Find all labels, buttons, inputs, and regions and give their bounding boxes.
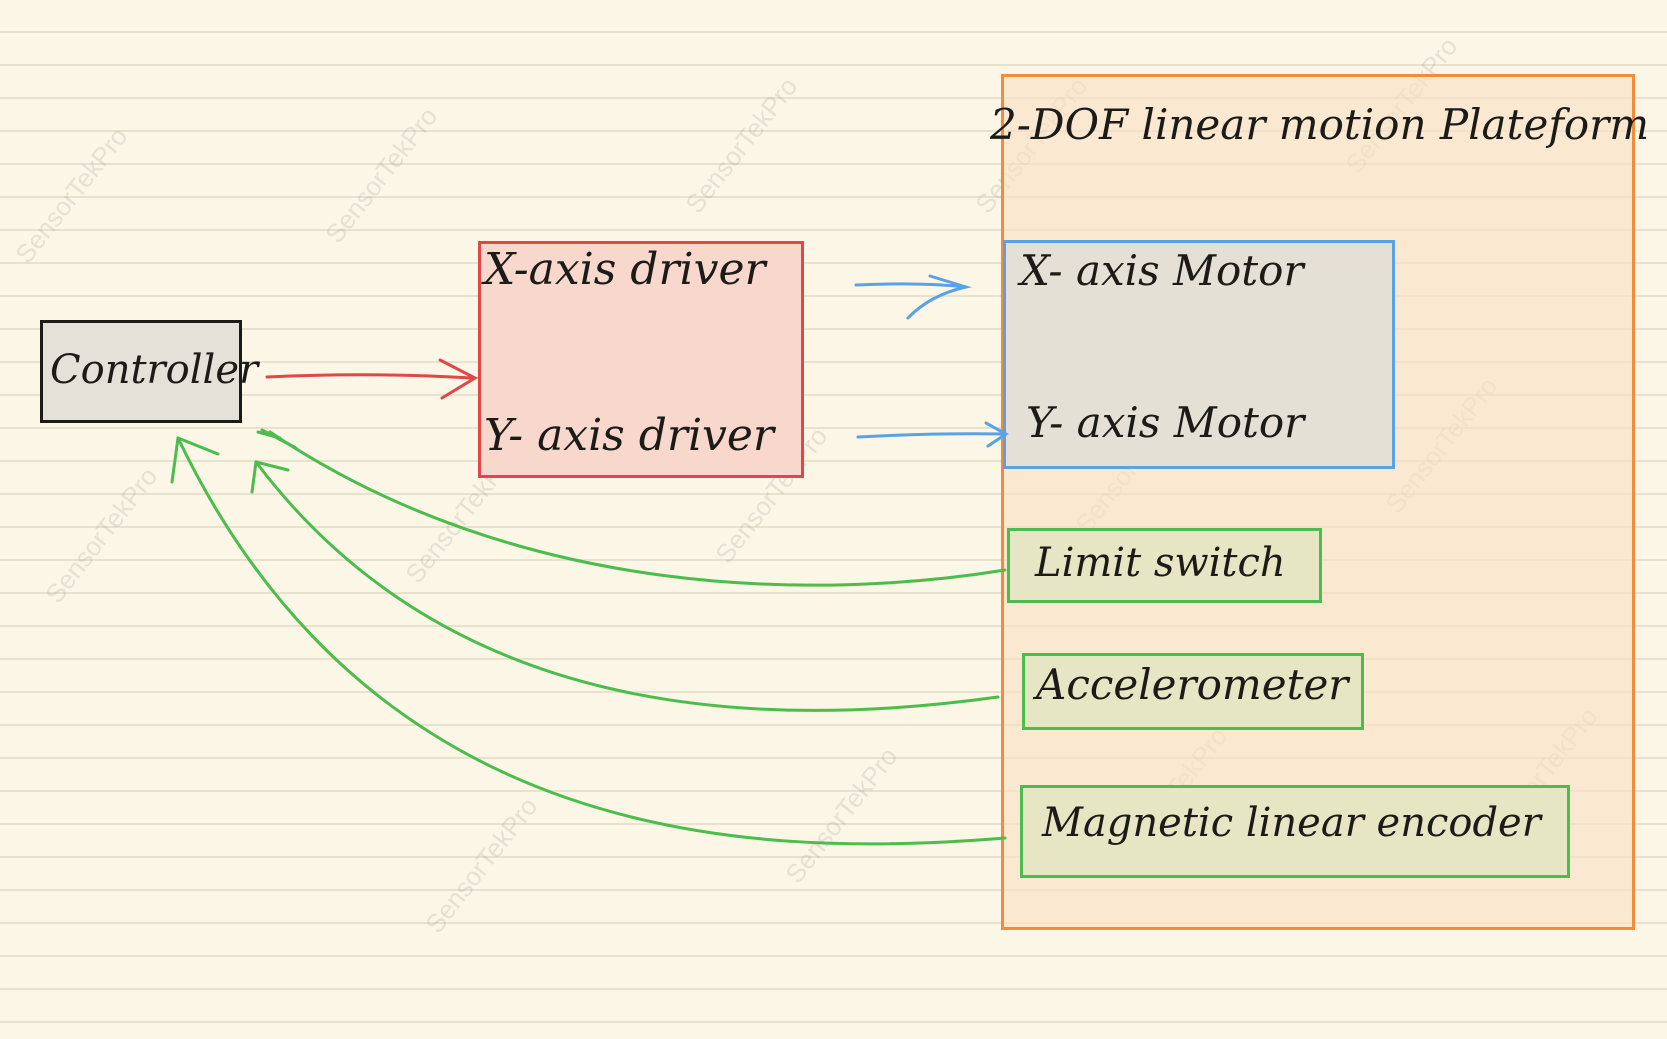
accelerometer-label: Accelerometer xyxy=(1036,660,1349,709)
limit-switch-box xyxy=(1007,528,1322,603)
arrow-x-driver-to-x-motor xyxy=(854,274,972,320)
watermark: SensorTekPro xyxy=(679,71,804,219)
encoder-box xyxy=(1020,785,1570,878)
y-axis-motor-label: Y- axis Motor xyxy=(1026,398,1305,447)
y-axis-driver-label: Y- axis driver xyxy=(484,410,774,461)
controller-label: Controller xyxy=(50,347,259,393)
controller-box xyxy=(40,320,242,423)
watermark: SensorTekPro xyxy=(419,791,544,939)
limit-switch-label: Limit switch xyxy=(1035,540,1286,586)
arrow-accelerometer-to-controller xyxy=(250,460,1000,712)
arrow-controller-to-drivers xyxy=(265,358,479,400)
watermark: SensorTekPro xyxy=(9,121,134,269)
watermark: SensorTekPro xyxy=(319,101,444,249)
watermark: SensorTekPro xyxy=(39,461,164,609)
x-axis-driver-label: X-axis driver xyxy=(484,244,766,295)
x-axis-motor-label: X- axis Motor xyxy=(1020,246,1304,295)
arrow-y-driver-to-y-motor xyxy=(856,421,1009,448)
encoder-label: Magnetic linear encoder xyxy=(1042,800,1541,846)
watermark: SensorTekPro xyxy=(779,741,904,889)
platform-title: 2-DOF linear motion Plateform xyxy=(990,100,1650,149)
accelerometer-box xyxy=(1022,653,1364,730)
motor-box xyxy=(1003,240,1395,469)
